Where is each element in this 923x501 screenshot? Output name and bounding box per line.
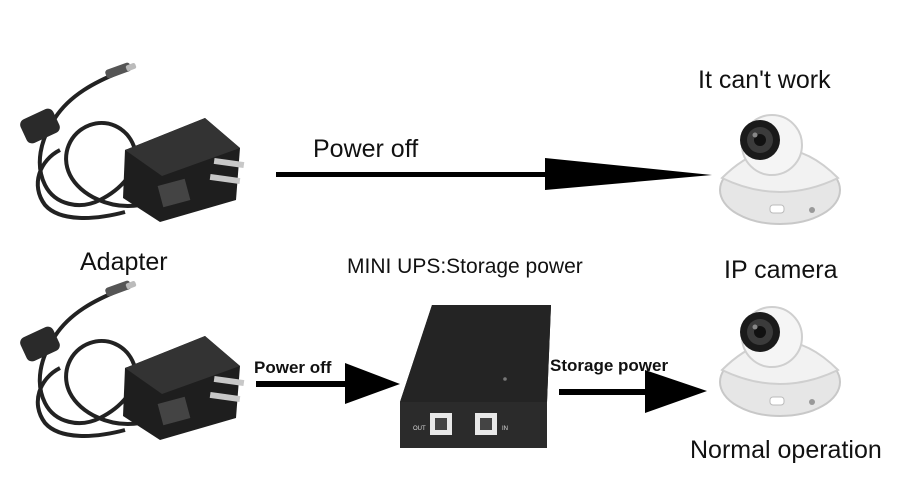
power-off-label-top: Power off (313, 135, 419, 163)
power-off-arrow-top (276, 158, 712, 190)
power-off-arrow-bottom (256, 363, 400, 404)
ip-camera-image-top (719, 114, 841, 225)
mini-ups-image (400, 305, 551, 448)
normal-operation-label: Normal operation (690, 436, 882, 464)
ups-in-label: IN (502, 426, 508, 432)
storage-power-arrow (559, 370, 707, 413)
ip-camera-label: IP camera (724, 256, 838, 284)
ip-camera-image-bottom (719, 306, 841, 417)
storage-power-label: Storage power (550, 356, 669, 375)
mini-ups-label: MINI UPS:Storage power (347, 255, 583, 278)
camera-status-not-working: It can't work (698, 66, 831, 94)
adapter-label: Adapter (80, 248, 168, 276)
adapter-image-top (20, 62, 245, 222)
power-off-label-bottom: Power off (254, 358, 332, 377)
adapter-image-bottom (20, 280, 245, 440)
ups-out-label: OUT (413, 426, 426, 432)
